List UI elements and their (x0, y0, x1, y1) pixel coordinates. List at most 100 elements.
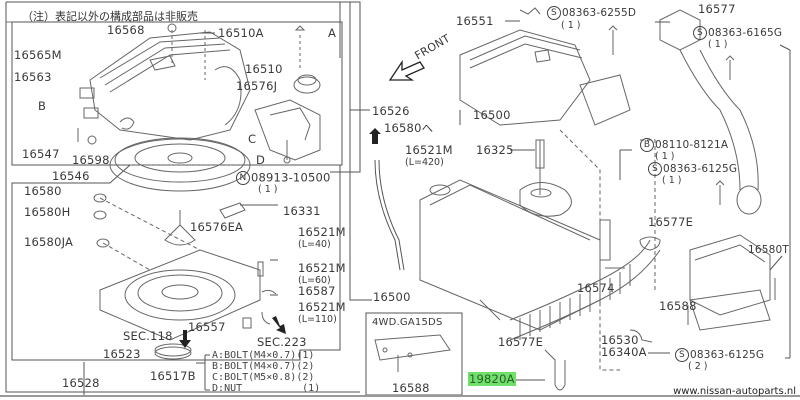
middle-frame (349, 2, 372, 301)
hose-420-drawing (374, 159, 401, 271)
quantity-label: ( 1 ) (662, 175, 682, 186)
bolt-qty: (1) (296, 350, 315, 361)
part-label[interactable]: 16577E (498, 335, 544, 349)
note-not-sold-separately: （注）表記以外の構成部品は非販売 (22, 10, 198, 23)
quantity-label: ( 1 ) (655, 151, 675, 162)
quantity-label: ( 1 ) (258, 184, 278, 195)
part-label[interactable]: 16577 (698, 2, 736, 16)
part-label[interactable]: 16510 (245, 62, 283, 76)
section-ref-label[interactable]: SEC.118 (123, 329, 173, 343)
nut-symbol-icon: N (236, 171, 250, 185)
part-label: D (256, 153, 266, 167)
part-label[interactable]: 16551 (456, 14, 494, 28)
part-label[interactable]: 16521M (298, 261, 346, 275)
bolt-part-number: 08363-6125G (663, 163, 738, 175)
s-symbol-icon: S (675, 348, 689, 362)
quantity-label: ( 1 ) (561, 20, 581, 31)
bolt-desc: BOLT(M5×0.8) (224, 372, 297, 383)
length-label: (L=40) (298, 239, 331, 250)
bolt-part-number: 08110-8121A (655, 139, 729, 151)
part-label[interactable]: 16576J (236, 79, 278, 93)
arrow-16580 (369, 128, 381, 144)
part-label[interactable]: 16580 (24, 184, 62, 198)
highlighted-part-number[interactable]: 19820A (468, 372, 516, 386)
bolt-qty: (2) (296, 361, 315, 372)
part-label[interactable]: 16587 (298, 284, 336, 298)
part-label[interactable]: 16340A (601, 345, 647, 359)
bolt-key: A (212, 350, 219, 361)
part-label[interactable]: 16523 (103, 347, 141, 361)
air-cleaner-housing-drawing (93, 193, 277, 360)
part-label[interactable]: 16588 (392, 381, 430, 395)
part-label: A (328, 26, 337, 40)
quantity-label: ( 1 ) (708, 39, 728, 50)
part-label[interactable]: 16563 (14, 70, 52, 84)
bolt-row: D:NUT(1) (212, 383, 321, 394)
bolt-row: C:BOLT(M5×0.8)(2) (212, 372, 315, 383)
part-label[interactable]: 16530 (601, 333, 639, 347)
part-label[interactable]: 16577E (648, 215, 694, 229)
part-label[interactable]: 16521M (298, 225, 346, 239)
length-label: (L=60) (298, 275, 331, 286)
part-label[interactable]: 16521M (405, 143, 453, 157)
part-label[interactable]: 16547 (22, 147, 60, 161)
bolt-row: B:BOLT(M4×0.7)(2) (212, 361, 315, 372)
part-label[interactable]: 16568 (107, 23, 145, 37)
part-label[interactable]: 16576EA (190, 220, 244, 234)
bolt-desc: NUT (224, 383, 243, 394)
engine-drawing (374, 7, 776, 391)
part-label[interactable]: 16331 (283, 204, 321, 218)
b-symbol-icon: B (640, 138, 654, 152)
part-label[interactable]: 16325 (476, 143, 514, 157)
variant-box-title: 4WD.GA15DS (372, 317, 443, 328)
arrow-sec223 (272, 316, 286, 334)
part-label: B (38, 99, 47, 113)
nut-part-number: 08913-10500 (251, 170, 331, 185)
bolt-qty: (2) (296, 372, 315, 383)
part-label[interactable]: 16528 (62, 376, 100, 390)
part-label[interactable]: 16574 (577, 281, 615, 295)
s-symbol-icon: S (648, 162, 662, 176)
part-label[interactable]: 16580H (24, 205, 71, 219)
part-label[interactable]: 16526 (372, 104, 410, 118)
air-filter-element-drawing (109, 137, 251, 192)
quantity-label: ( 2 ) (688, 361, 708, 372)
part-label[interactable]: 16557 (188, 320, 226, 334)
highlighted-part-label[interactable]: 19820A (468, 372, 516, 386)
part-label[interactable]: 16517B (150, 369, 196, 383)
frame-left-outer (6, 1, 361, 173)
part-label[interactable]: 16598 (72, 153, 110, 167)
bolt-part-number: 08363-6125G (690, 349, 765, 361)
part-label[interactable]: 16580JA (24, 235, 74, 249)
lower-subassembly-box (11, 164, 341, 361)
length-label: (L=420) (405, 157, 444, 168)
s-symbol-icon: S (693, 26, 707, 40)
website-watermark[interactable]: www.nissan-autoparts.nl (673, 386, 796, 397)
part-label[interactable]: 16546 (52, 169, 90, 183)
bolt-desc: BOLT(M4×0.7) (224, 350, 297, 361)
bolt-row: A:BOLT(M4×0.7)(1) (212, 350, 315, 361)
part-label: C (248, 132, 257, 146)
section-ref-label[interactable]: SEC.223 (257, 335, 307, 349)
part-label[interactable]: 16510A (218, 26, 264, 40)
reference-label[interactable]: 16580へ (384, 121, 434, 135)
part-label[interactable]: 16500 (373, 290, 411, 304)
frame-left-left (5, 2, 360, 393)
part-label[interactable]: 16565M (14, 48, 62, 62)
front-arrow-icon (388, 59, 425, 81)
bolt-key: B (212, 361, 219, 372)
part-label[interactable]: 16588 (659, 299, 697, 313)
bolt-qty: (1) (302, 383, 321, 394)
bolt-key: C (212, 372, 219, 383)
part-label[interactable]: 16580T (748, 244, 790, 256)
part-label[interactable]: 16500 (473, 108, 511, 122)
part-label[interactable]: 16521M (298, 300, 346, 314)
